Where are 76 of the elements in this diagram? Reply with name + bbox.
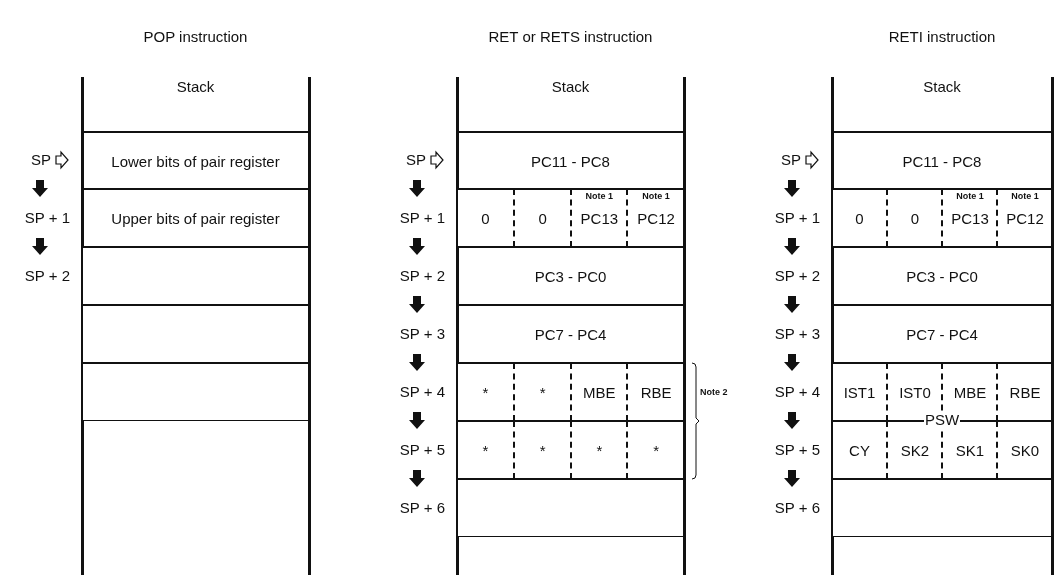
stack-column	[457, 28, 684, 575]
stack-entry: PC3 - PC0	[533, 267, 608, 285]
stack-row	[82, 131, 309, 189]
bit-value: SK0	[1009, 441, 1041, 459]
instruction-title: RETI instruction	[888, 28, 996, 45]
note-mark: Note 1	[641, 191, 671, 201]
stack-pointer-label: SP	[406, 151, 426, 169]
stack-row	[832, 247, 1052, 305]
bit-value: 0	[854, 209, 865, 227]
bit-value: 0	[537, 209, 548, 227]
stack-pointer-label: SP + 4	[399, 383, 445, 401]
bit-value: RBE	[1008, 383, 1042, 401]
bit-value: IST0	[898, 383, 932, 401]
stack-heading: Stack	[551, 78, 590, 95]
instruction-title: RET or RETS instruction	[488, 28, 653, 45]
stack-row	[832, 479, 1052, 537]
bit-value: *	[595, 441, 604, 459]
stack-heading: Stack	[176, 78, 215, 95]
bit-value: IST1	[842, 383, 877, 401]
stack-entry: Upper bits of pair register	[110, 209, 281, 227]
note-mark: Note 1	[1010, 191, 1040, 201]
stack-pointer-label: SP + 6	[774, 499, 820, 517]
bit-value: CY	[848, 441, 871, 459]
bit-value: 0	[909, 209, 921, 227]
stack-row	[457, 421, 684, 479]
bit-value: *	[538, 441, 547, 459]
stack-pointer-label: SP + 2	[774, 267, 820, 285]
stack-pointer-label: SP + 5	[774, 441, 820, 459]
stack-pointer-label: SP	[781, 151, 801, 169]
bit-value: SK2	[899, 441, 931, 459]
bit-value: SK1	[954, 441, 986, 459]
bit-value: PC13	[579, 209, 620, 227]
stack-row	[457, 247, 684, 305]
bit-value: 0	[480, 209, 491, 227]
note-label: Note 2	[700, 386, 728, 399]
note-mark: Note 1	[584, 191, 615, 201]
stack-row	[82, 363, 309, 421]
stack-pointer-label: SP + 2	[399, 267, 445, 285]
psw-label: PSW	[924, 413, 961, 427]
bit-value: RBE	[639, 383, 673, 401]
stack-row	[457, 189, 684, 247]
stack-heading: Stack	[923, 78, 961, 95]
note-mark: Note 1	[955, 191, 985, 201]
stack-column	[832, 28, 1052, 575]
bit-value: *	[481, 441, 490, 459]
stack-entry: Lower bits of pair register	[110, 152, 281, 169]
stack-row	[82, 247, 309, 305]
stack-pointer-label: SP + 2	[24, 267, 70, 285]
stack-pointer-label: SP + 1	[774, 209, 820, 227]
instruction-title: POP instruction	[143, 28, 248, 45]
bit-value: MBE	[582, 383, 617, 401]
bit-value: MBE	[952, 383, 988, 401]
stack-entry: PC11 - PC8	[530, 152, 611, 169]
stack-column	[82, 28, 309, 575]
stack-pointer-label: SP + 5	[399, 441, 445, 459]
bit-value: PC12	[636, 209, 676, 227]
stack-entry: PC3 - PC0	[905, 267, 979, 285]
stack-pointer-label: SP	[31, 151, 51, 169]
bit-value: PC13	[950, 209, 990, 227]
bit-value: PC12	[1005, 209, 1045, 227]
stack-pointer-label: SP + 6	[399, 499, 445, 517]
stack-row	[457, 479, 684, 537]
stack-pointer-label: SP + 1	[399, 209, 445, 227]
bit-value: *	[481, 383, 490, 401]
stack-entry: PC7 - PC4	[533, 325, 608, 343]
stack-pointer-label: SP + 1	[24, 209, 70, 227]
stack-pointer-label: SP + 4	[774, 383, 820, 401]
stack-row	[82, 305, 309, 363]
bit-value: *	[538, 383, 547, 401]
stack-row	[457, 363, 684, 421]
stack-pointer-label: SP + 3	[399, 325, 445, 343]
stack-pointer-label: SP + 3	[774, 325, 820, 343]
stack-entry: PC11 - PC8	[901, 152, 983, 169]
stack-row	[832, 189, 1052, 247]
stack-entry: PC7 - PC4	[905, 325, 979, 343]
bit-value: *	[652, 441, 661, 459]
